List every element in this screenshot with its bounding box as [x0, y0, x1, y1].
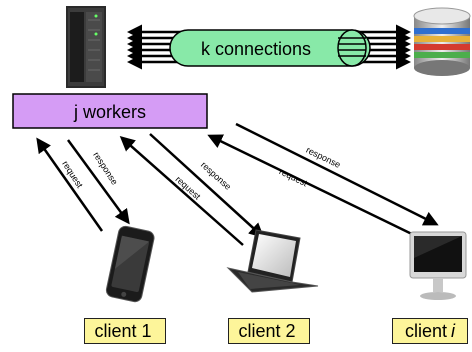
client-2-text: client 2 — [238, 320, 296, 341]
client-1-arrows: request response — [36, 137, 130, 232]
request-label: request — [60, 159, 85, 190]
smartphone-icon — [105, 225, 155, 303]
client-1-label: client 1 — [84, 318, 166, 344]
database-icon — [413, 7, 471, 76]
response-label: response — [304, 145, 342, 170]
client-2-label: client 2 — [228, 318, 310, 344]
request-label: request — [278, 166, 310, 188]
server-rack-icon — [66, 6, 106, 88]
laptop-icon — [226, 229, 319, 293]
connections-label: k connections — [201, 39, 311, 59]
client-i-suffix: i — [451, 320, 456, 341]
response-label: response — [91, 150, 120, 187]
response-label: response — [199, 160, 233, 192]
connection-pool: k connections — [169, 29, 371, 67]
workers-box: j workers — [12, 93, 208, 129]
desktop-computer-icon — [409, 231, 467, 300]
client-1-text: client 1 — [94, 320, 152, 341]
workers-label: j workers — [73, 102, 146, 122]
client-i-text: client — [404, 320, 448, 341]
